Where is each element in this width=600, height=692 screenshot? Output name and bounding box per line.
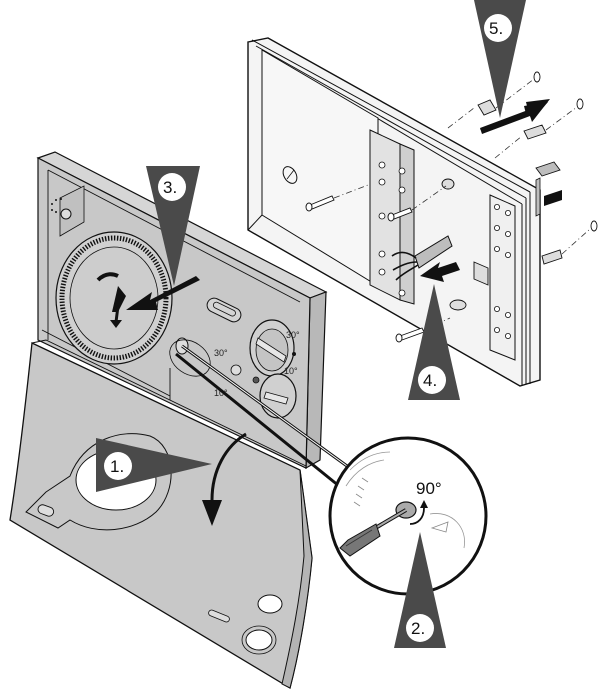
temperature-knob: 30° 10° — [249, 319, 300, 377]
step-3-arrow — [126, 276, 200, 310]
step-3-callout: 3. — [146, 166, 200, 286]
magnified-detail: 90° — [328, 436, 488, 596]
setback-min-label: 10° — [214, 388, 228, 398]
backplate-bosses — [441, 161, 562, 311]
step-1-callout: 1. — [96, 438, 212, 492]
step-5-label: 5. — [489, 19, 503, 38]
timer-clock-dial — [55, 231, 173, 365]
terminal-block-right — [473, 194, 516, 361]
fixing-screws — [305, 71, 598, 343]
step-4-callout: 4. — [408, 284, 460, 400]
step-4-arrow — [420, 262, 460, 282]
step-3-label: 3. — [163, 178, 177, 197]
step-5-arrow — [480, 99, 550, 134]
step-1-arrow — [202, 432, 247, 526]
setback-knob — [252, 373, 297, 419]
sun-icon — [292, 352, 296, 356]
setback-max-label: 30° — [214, 348, 228, 358]
temperature-max-label: 30° — [286, 330, 300, 340]
step-1-label: 1. — [110, 457, 124, 476]
mode-switch: 30° 10° — [214, 348, 242, 398]
magnifier-leader — [175, 344, 359, 492]
step-4-label: 4. — [423, 371, 437, 390]
step-5-callout: 5. — [474, 0, 526, 118]
cable — [391, 235, 453, 281]
rotation-angle-label: 90° — [416, 479, 442, 498]
program-selector — [51, 185, 85, 237]
step-2-callout: 2. — [394, 532, 446, 648]
step-2-label: 2. — [411, 619, 425, 638]
indicator-window — [206, 297, 242, 323]
temperature-min-label: 10° — [284, 366, 298, 376]
terminal-block-left — [369, 129, 415, 305]
